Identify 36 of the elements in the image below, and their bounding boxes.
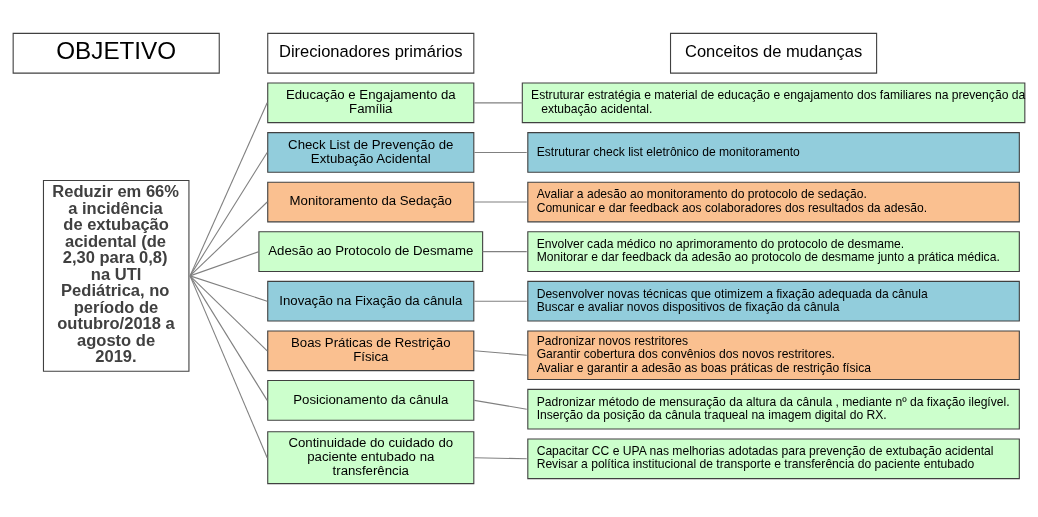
node-box: Continuidade do cuidado do paciente entubado na transferência (267, 431, 475, 485)
connector (189, 151, 268, 277)
connector (473, 102, 523, 104)
node-box: Avaliar a adesão ao monitoramento do protocolo de sedação. Comunicar e dar feedback aos colaboradores dos resultados da adesão. (527, 181, 1020, 223)
node-box: Adesão ao Protocolo de Desmame (258, 231, 484, 272)
node-box: OBJETIVO (12, 32, 220, 74)
connector (473, 300, 528, 302)
node-box: Padronizar método de mensuração da altura da cânula , mediante nº da fixação ilegível. Inserção da posição da cânula traqueal na imagem digital do RX. (527, 388, 1020, 430)
node-box: Reduzir em 66% a incidência de extubação acidental (de 2,30 para 0,8) na UTI Pediátrica, no período de outubro/2018 a agosto de 2019. (42, 180, 190, 372)
connector (189, 275, 268, 459)
connector (189, 275, 268, 401)
connector (189, 201, 268, 277)
connector (473, 151, 528, 153)
node-box: Direcionadores primários (267, 32, 475, 74)
node-box: Desenvolver novas técnicas que otimizem a fixação adequada da cânula Buscar e avaliar novos dispositivos de fixação da cânula (527, 280, 1020, 322)
node-box: Estruturar estratégia e material de educação e engajamento dos familiares na prevenção da extubação acidental. (521, 82, 1026, 124)
connector (473, 350, 528, 356)
node-box: Estruturar check list eletrônico de monitoramento (527, 132, 1020, 173)
node-box: Educação e Engajamento da Família (267, 82, 475, 124)
connector (473, 399, 528, 410)
node-box: Monitoramento da Sedação (267, 181, 475, 223)
node-box: Padronizar novos restritores Garantir cobertura dos convênios dos novos restritores. Avaliar e garantir a adesão as boas práticas de restrição física (527, 330, 1020, 380)
connector (189, 275, 268, 352)
connector (189, 102, 268, 277)
connector (189, 251, 260, 277)
node-box: Envolver cada médico no aprimoramento do protocolo de desmame. Monitorar e dar feedback da adesão ao protocolo de desmame junto a prática médica. (527, 231, 1020, 272)
connector (473, 201, 528, 203)
connector (473, 457, 528, 460)
node-box: Check List de Prevenção de Extubação Acidental (267, 132, 475, 173)
connector (189, 275, 268, 302)
node-box: Inovação na Fixação da cânula (267, 280, 475, 322)
node-box: Posicionamento da cânula (267, 380, 475, 421)
node-box: Boas Práticas de Restrição Física (267, 330, 475, 372)
node-box: Conceitos de mudanças (670, 32, 878, 74)
node-box: Capacitar CC e UPA nas melhorias adotadas para prevenção de extubação acidental Revisar a política institucional de transporte e transferência do paciente entubado (527, 438, 1020, 480)
connector (482, 251, 528, 253)
